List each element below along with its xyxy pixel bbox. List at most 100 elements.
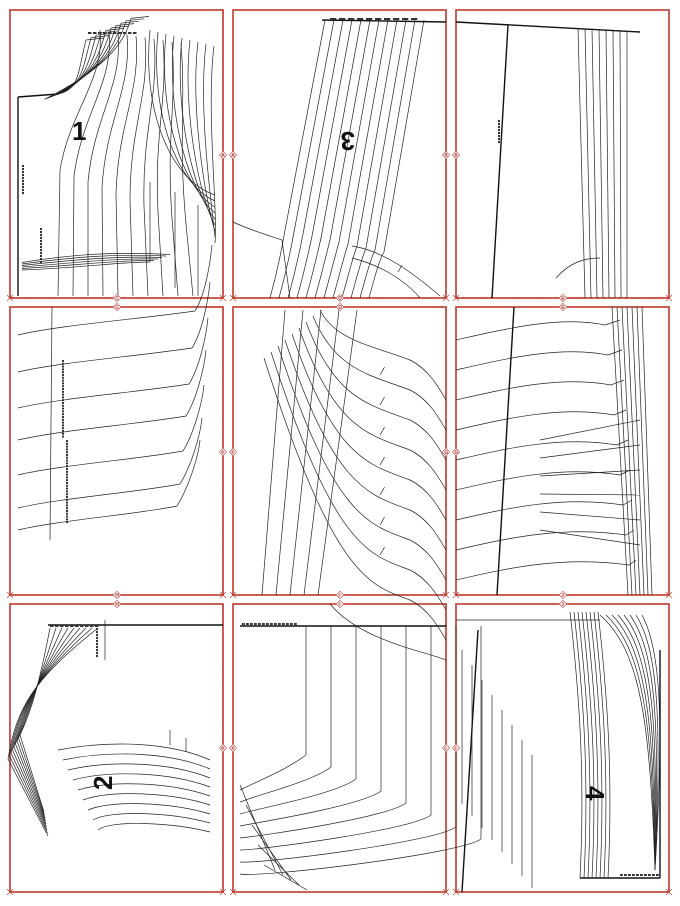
pattern-line [585, 611, 599, 879]
pattern-line [617, 614, 656, 871]
pattern-line [169, 41, 179, 297]
pattern-line [312, 315, 447, 431]
marker-label: K [221, 746, 225, 752]
size-label-mark [95, 625, 99, 627]
pattern-line [239, 814, 432, 851]
marker-diamond [558, 590, 568, 600]
pattern-line [62, 753, 211, 770]
marker-label: F [221, 450, 224, 456]
pattern-line [581, 611, 595, 879]
pattern-line [129, 37, 147, 297]
size-label-mark [66, 518, 68, 521]
pattern-line [239, 838, 482, 875]
pattern-line [143, 38, 156, 297]
size-label-mark [656, 874, 659, 876]
size-label-mark [22, 168, 24, 171]
alignment-marker: E [558, 302, 568, 312]
pattern-line [48, 25, 117, 98]
size-label-mark [75, 625, 79, 627]
pattern-line [284, 339, 447, 551]
pattern-line [555, 257, 601, 279]
alignment-marker: K [218, 743, 228, 753]
size-label-mark [411, 18, 418, 20]
size-label-mark [62, 368, 64, 371]
size-label-mark [96, 649, 98, 652]
pattern-line [626, 306, 641, 596]
size-label-mark [66, 507, 68, 510]
pattern-line [598, 29, 604, 299]
pattern-line [51, 30, 107, 97]
crop-mark [229, 294, 237, 302]
size-label-mark [270, 623, 273, 625]
size-label-mark [294, 623, 297, 625]
size-label-mark [40, 237, 42, 240]
pattern-line [291, 333, 447, 521]
size-label-mark [96, 652, 98, 655]
tile-3-3 [455, 603, 670, 893]
size-label-mark [40, 246, 42, 249]
pattern-line [17, 244, 213, 336]
size-label-mark [66, 470, 68, 473]
marker-diamond [112, 599, 122, 609]
marker-label: J [561, 602, 564, 608]
size-label-mark [62, 424, 64, 427]
pattern-line [239, 826, 457, 863]
size-label-mark [123, 32, 127, 34]
pattern-line [635, 614, 659, 871]
size-label-mark [286, 623, 289, 625]
pattern-line [332, 19, 389, 299]
pattern-line [641, 306, 653, 596]
marker-label: L [444, 746, 447, 752]
marker-label: I [338, 602, 339, 608]
pattern-line [455, 379, 625, 401]
size-label-mark [22, 174, 24, 177]
crop-mark [219, 294, 227, 302]
pattern-line [599, 614, 656, 871]
alignment-marker: F [228, 447, 238, 457]
notch-mark [379, 487, 385, 496]
pattern-line [44, 18, 132, 100]
marker-diamond [558, 302, 568, 312]
size-label-mark [66, 440, 68, 442]
pattern-line [12, 627, 81, 828]
size-label-mark [62, 413, 64, 416]
notch-mark [379, 547, 385, 556]
size-label-mark [66, 476, 68, 479]
size-label-mark [62, 421, 64, 424]
notch-mark [379, 367, 385, 376]
size-label-mark [62, 365, 64, 368]
size-label-mark [66, 490, 68, 493]
pattern-line [319, 309, 447, 401]
pattern-lines [7, 16, 661, 893]
size-label-mark [254, 623, 257, 625]
pattern-line [584, 28, 592, 299]
size-label-mark [66, 482, 68, 484]
pattern-line [455, 319, 621, 341]
tile-2-3 [455, 306, 670, 596]
pattern-line [619, 30, 622, 299]
pattern-line [539, 529, 641, 546]
marker-label: L [454, 746, 457, 752]
pattern-line [125, 18, 145, 22]
size-label-mark [40, 258, 42, 261]
crop-mark [442, 888, 450, 896]
pattern-line [17, 349, 207, 441]
pattern-line [245, 804, 284, 876]
size-label-mark [66, 459, 68, 462]
marker-diamond [228, 743, 238, 753]
size-label-mark [393, 18, 400, 20]
alignment-marker: L [441, 743, 451, 753]
alignment-marker: F [218, 447, 228, 457]
pattern-line [171, 35, 216, 214]
marker-label: A [231, 153, 235, 159]
size-label-mark [66, 468, 68, 470]
marker-diamond [335, 302, 345, 312]
marker-label: C [115, 305, 119, 311]
alignment-marker: G [441, 447, 451, 457]
size-label-mark [40, 234, 42, 237]
marker-diamond [218, 150, 228, 160]
crop-mark [6, 888, 14, 896]
size-label-mark [55, 625, 59, 627]
pattern-line [539, 419, 641, 441]
